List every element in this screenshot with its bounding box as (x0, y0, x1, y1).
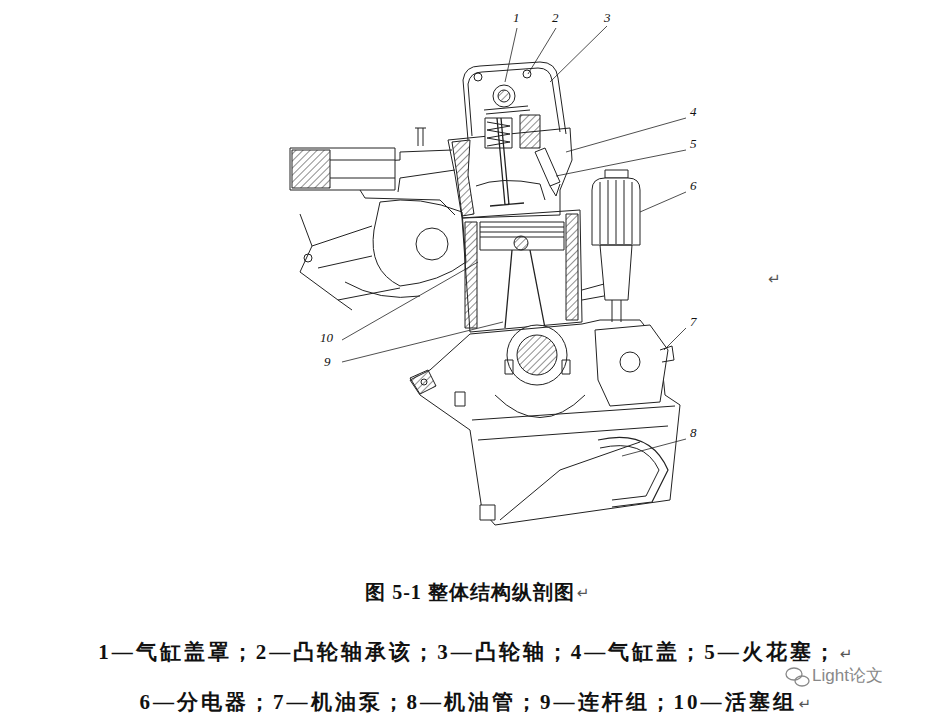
crank-web (495, 395, 585, 418)
callout-number: 5 (690, 136, 697, 152)
carburettor-line (330, 160, 395, 178)
leader-line (622, 439, 686, 456)
camshaft-core (498, 90, 510, 102)
leader-line (640, 192, 686, 212)
rod-bolt (562, 360, 570, 374)
connecting-rod (505, 250, 545, 328)
parts-list: 1—气缸盖罩；2—凸轮轴承该；3—凸轮轴；4—气缸盖；5—火花塞； (98, 640, 838, 665)
callout-number: 1 (513, 10, 520, 26)
paragraph-mark: ↵ (577, 584, 590, 602)
paragraph-mark: ↵ (768, 270, 781, 288)
cover-outline (463, 62, 566, 140)
housing-boss (416, 228, 448, 260)
cylinder-wall (566, 214, 578, 320)
distributor (582, 170, 640, 322)
cylinder-wall (465, 222, 477, 328)
carburettor (290, 148, 395, 190)
cover-inner (468, 68, 560, 136)
oil-pump (595, 325, 674, 406)
bracket-bolt (304, 254, 312, 262)
cylinder-block (462, 210, 582, 385)
piston (480, 222, 564, 250)
camshaft (493, 85, 515, 107)
pump-flange (660, 346, 674, 362)
callout-number: 4 (690, 104, 697, 120)
distributor-rib (600, 180, 632, 244)
mount-lug (410, 370, 436, 394)
valve (490, 118, 524, 206)
watermark-icon (786, 668, 809, 686)
pump-gear (620, 352, 640, 372)
chat-bubble (786, 668, 802, 680)
crankcase-outline (410, 320, 680, 525)
rod-bolt (505, 360, 513, 374)
callout-number: 10 (320, 330, 333, 346)
left-bracket (300, 200, 466, 310)
manifold-flange (360, 190, 455, 215)
watermark: Light论文 (812, 666, 883, 686)
pan-rib (500, 442, 640, 520)
air-housing (373, 200, 466, 286)
crank-pin (517, 335, 557, 375)
figure-caption: 图 5-1 整体结构纵剖图 (365, 580, 575, 604)
callout-number: 7 (690, 314, 697, 330)
cover-bolt (474, 73, 482, 81)
oil-pipe-outer (598, 437, 668, 507)
head-section (452, 140, 474, 216)
callout-number: 6 (690, 178, 697, 194)
paragraph-mark: ↵ (840, 645, 853, 663)
piston-ring (480, 227, 564, 237)
case-bolt (455, 392, 465, 406)
parts-list: 6—分电器；7—机油泵；8—机油管；9—连杆组；10—活塞组 (140, 690, 797, 715)
spark-plug-tip (550, 184, 560, 196)
housing-curve (345, 282, 420, 297)
callout-number: 3 (604, 10, 611, 26)
leader-line (528, 28, 556, 74)
drain-plug (480, 505, 495, 520)
big-end (507, 325, 567, 385)
valve-guide (520, 115, 540, 148)
nozzle (415, 128, 426, 146)
leader-line (664, 328, 686, 350)
leader-line (342, 322, 503, 362)
mount-hole (421, 379, 427, 385)
camshaft-bearing (484, 106, 530, 114)
callout-number: 9 (324, 354, 331, 370)
crankcase (410, 320, 680, 525)
leader-line (550, 26, 607, 82)
oil-pipe (598, 437, 668, 507)
distributor-body (600, 245, 632, 300)
leader-line (505, 28, 517, 82)
spark-plug (535, 148, 560, 186)
carburettor-section (292, 150, 330, 188)
distributor-shaft (612, 300, 621, 322)
cylinder-head-cover (463, 62, 566, 140)
cylinder-head (448, 115, 572, 218)
block-outline (462, 210, 582, 332)
piston-pin (514, 236, 528, 250)
paragraph-mark: ↵ (799, 695, 812, 713)
chat-bubble (795, 676, 809, 686)
pump-body (595, 325, 668, 406)
leader-line (556, 150, 686, 176)
port (476, 180, 545, 200)
callout-number: 8 (690, 425, 697, 441)
intake-manifold (290, 128, 455, 215)
callout-number: 2 (552, 10, 559, 26)
leader-line (566, 118, 686, 152)
leader-lines (342, 26, 686, 456)
leader-line (342, 262, 478, 340)
pan-flange (472, 406, 675, 440)
bracket-line (312, 226, 400, 300)
distributor-cap (592, 178, 640, 245)
distributor-clamp (582, 284, 604, 300)
distributor-terminal (605, 170, 628, 178)
